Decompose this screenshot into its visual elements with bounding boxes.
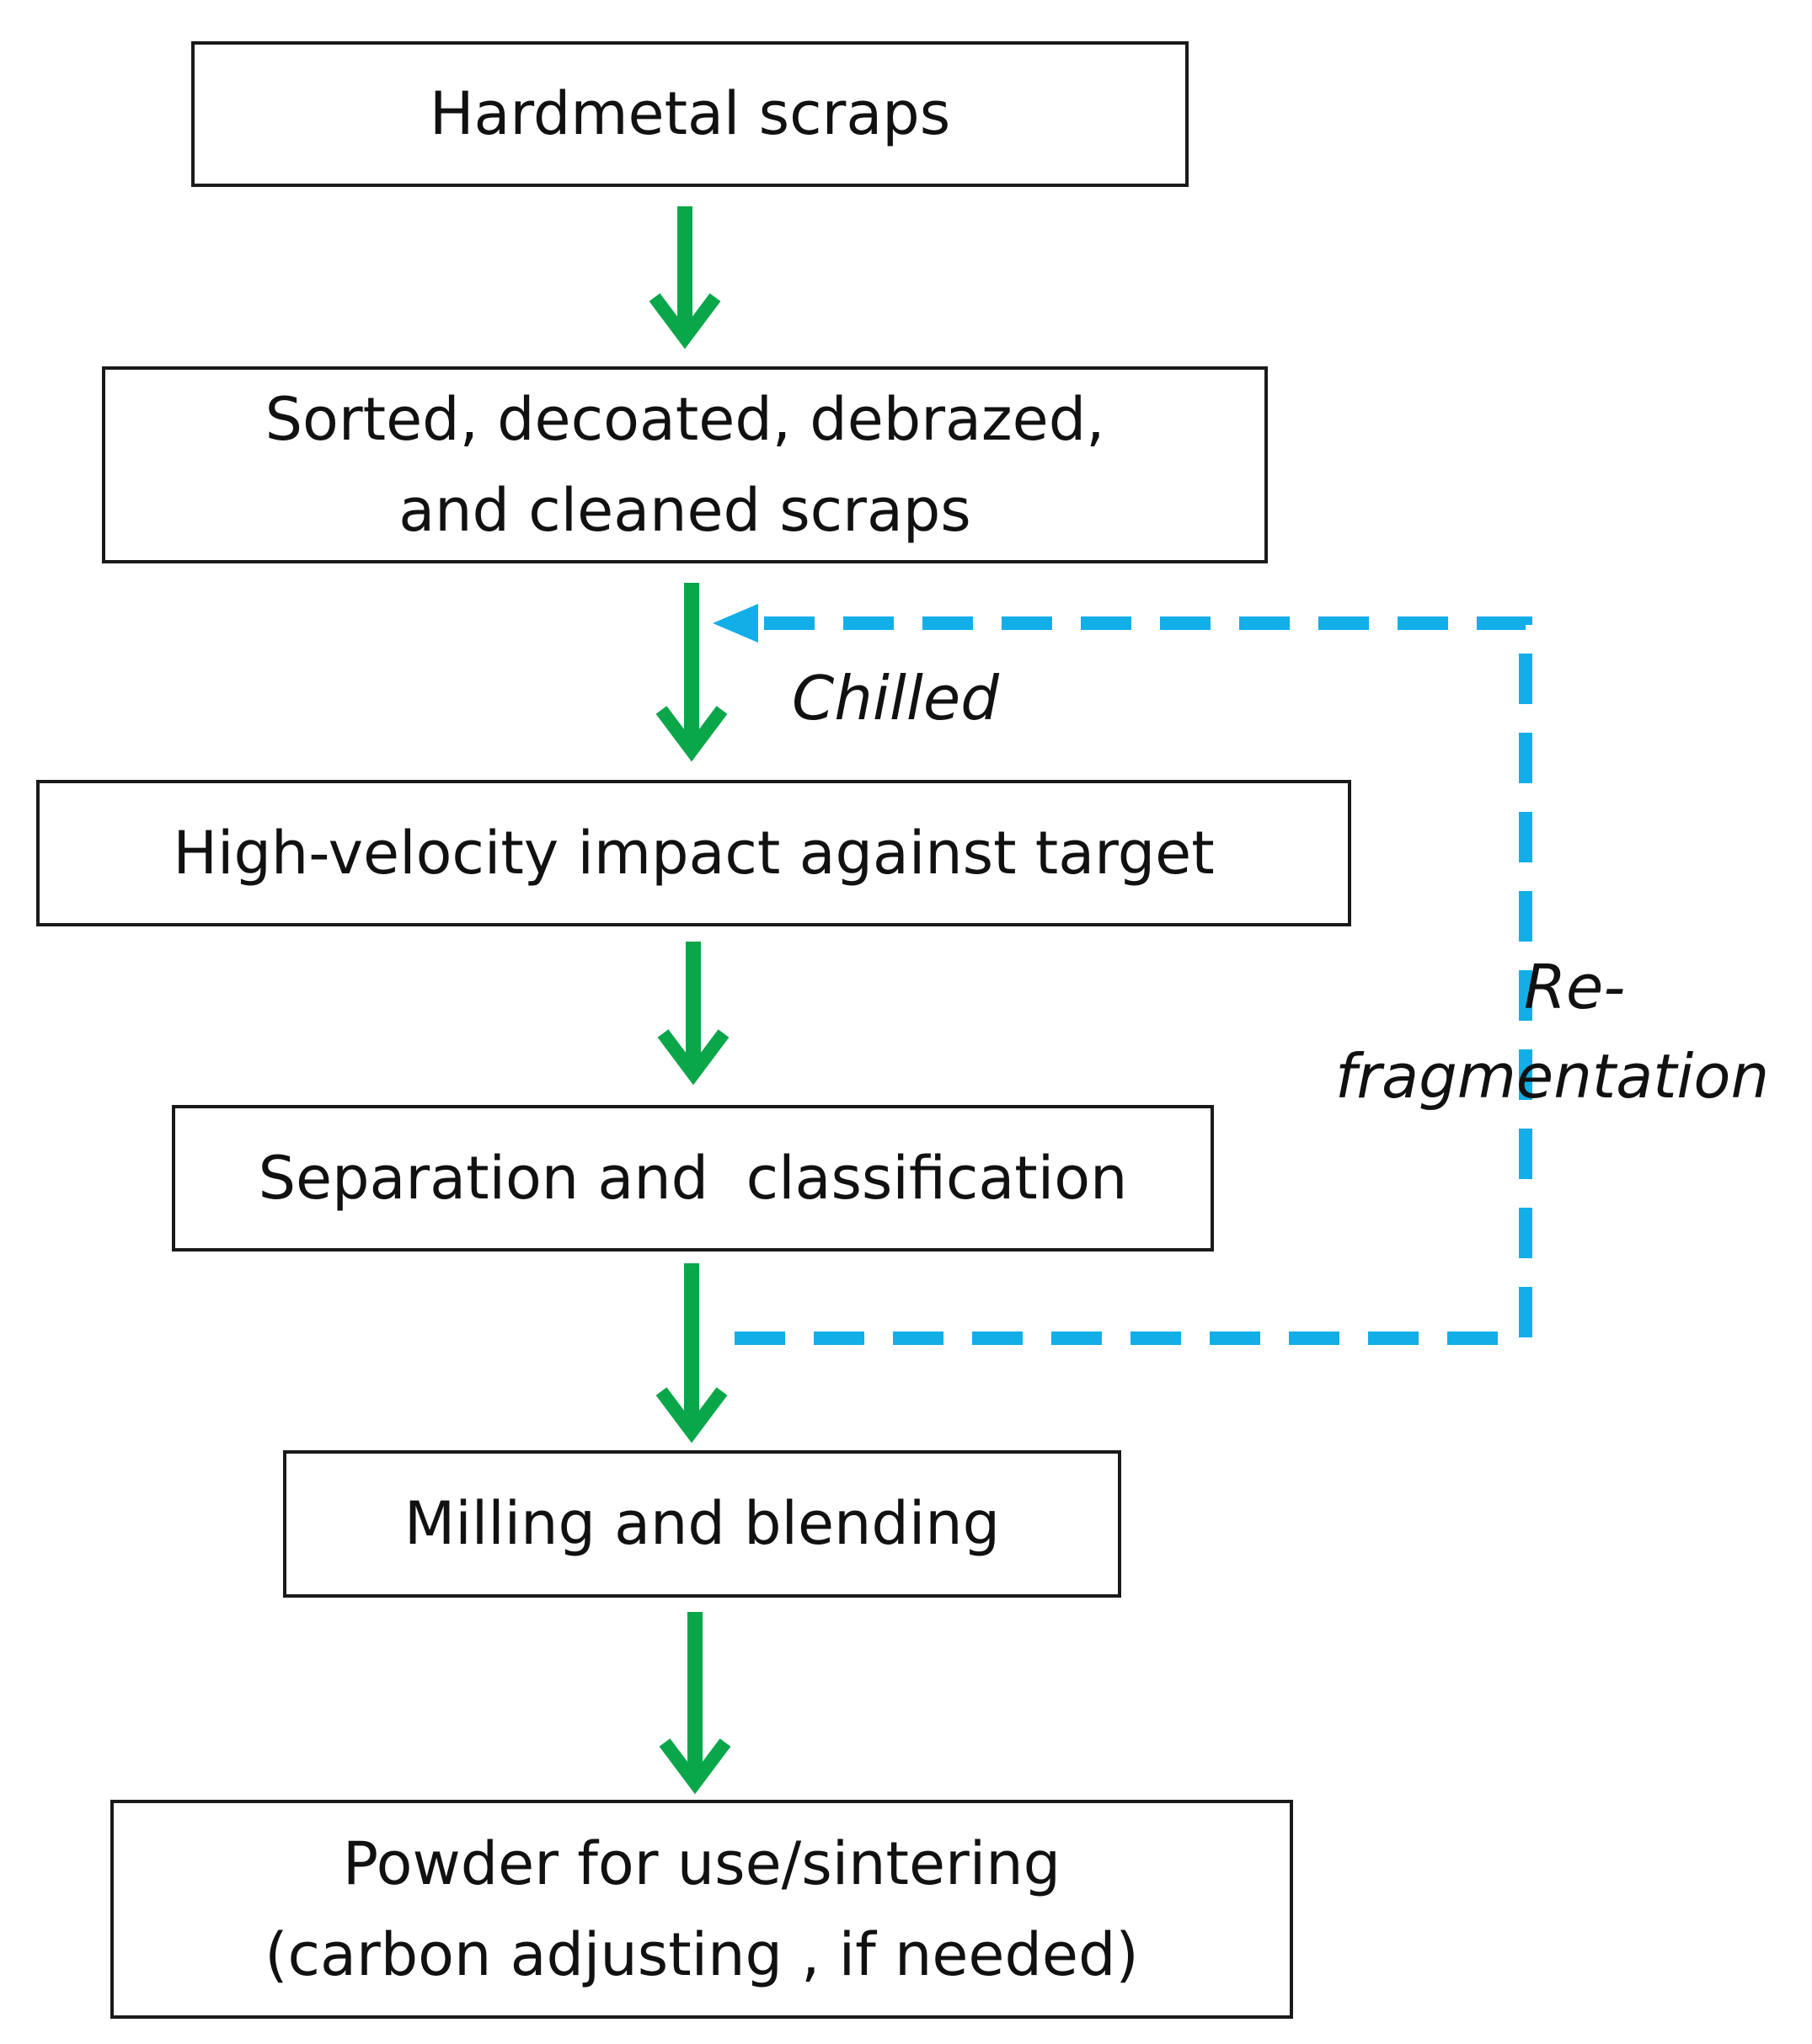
step-1-text: Hardmetal scraps: [429, 79, 951, 149]
flow-arrow-1: [649, 206, 721, 350]
step-5-text: Milling and blending: [404, 1489, 1001, 1559]
step-2-text-line-2: and cleaned scraps: [398, 476, 971, 545]
step-milling-blending: Milling and blending: [283, 1450, 1121, 1598]
step-6-text-line-1: Powder for use/sintering: [342, 1828, 1061, 1898]
step-2-text-line-1: Sorted, decoated, debrazed,: [265, 384, 1105, 454]
step-separation-classification: Separation and classification: [172, 1105, 1214, 1251]
flow-arrow-4: [655, 1263, 728, 1444]
step-powder-output: Powder for use/sintering (carbon adjusti…: [110, 1800, 1293, 2019]
refragmentation-loop-arrow: [713, 604, 1532, 1345]
refragmentation-label-line-1: Re-: [1524, 952, 1626, 1022]
refragmentation-label-line-2: fragmentation: [1335, 1041, 1770, 1112]
step-sorted-cleaned-scraps: Sorted, decoated, debrazed, and cleaned …: [102, 366, 1268, 563]
flow-arrow-2: [655, 583, 728, 762]
step-6-text-line-2: (carbon adjusting , if needed): [265, 1920, 1139, 1989]
flow-arrow-5: [659, 1612, 731, 1795]
step-3-text: High-velocity impact against target: [173, 818, 1215, 888]
step-4-text: Separation and classification: [258, 1143, 1128, 1213]
flow-arrow-3: [657, 942, 730, 1086]
chilled-label: Chilled: [792, 663, 999, 734]
step-high-velocity-impact: High-velocity impact against target: [36, 780, 1351, 926]
step-hardmetal-scraps: Hardmetal scraps: [191, 41, 1189, 187]
